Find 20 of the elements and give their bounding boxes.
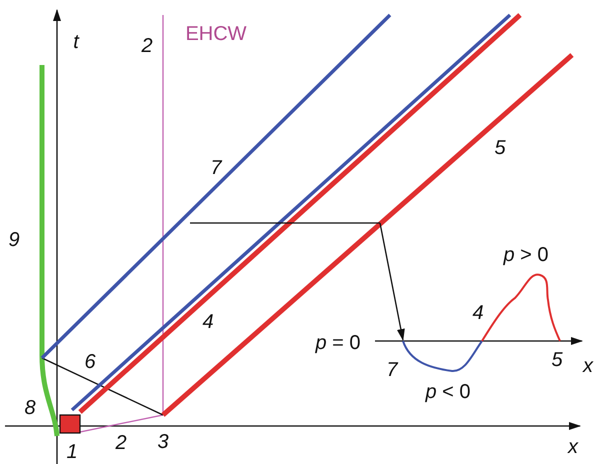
region-label: p < 0 xyxy=(425,382,471,402)
region-label: p > 0 xyxy=(503,245,549,265)
axis-label: x xyxy=(583,356,593,376)
point-number: 2 xyxy=(115,433,127,453)
curve-number: 2 xyxy=(141,36,153,56)
curve-number: 5 xyxy=(494,138,506,158)
axis-label: x xyxy=(568,437,578,457)
curve-number: 6 xyxy=(84,352,96,372)
point-number: 3 xyxy=(157,432,169,452)
point-number: 4 xyxy=(472,303,484,323)
curve-label: EHCW xyxy=(185,24,247,44)
curve-number: 4 xyxy=(202,312,214,332)
point-number: 7 xyxy=(386,360,398,380)
point-number: 5 xyxy=(551,350,563,370)
curve-number: 8 xyxy=(24,398,36,418)
curve-number: 9 xyxy=(8,230,20,250)
axis-label: t xyxy=(73,32,79,52)
point-number: 1 xyxy=(66,442,78,462)
axis-label: p = 0 xyxy=(315,333,361,353)
curve-number: 7 xyxy=(210,158,222,178)
